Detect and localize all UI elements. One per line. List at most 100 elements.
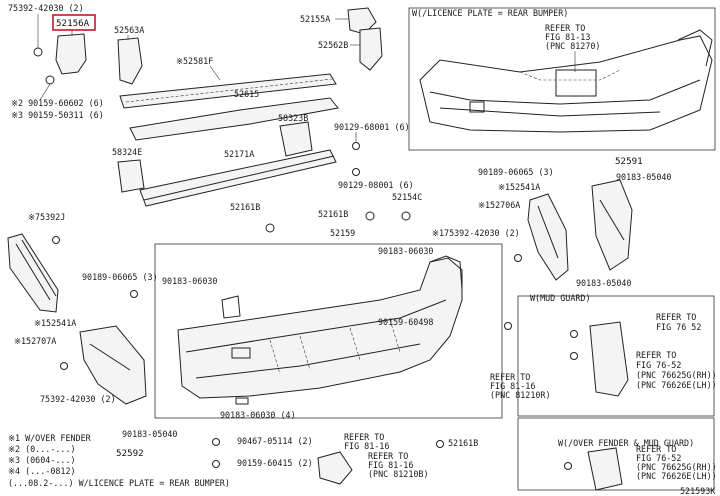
label-90183-06030-left[interactable]: 90183-06030: [162, 276, 217, 286]
upper-parts-group: 75392-42030 (2) 52156A 52563A 52155A 525…: [8, 3, 414, 207]
svg-text:FIG 81-16: FIG 81-16: [368, 460, 413, 470]
ref-7652c[interactable]: REFER TO FIG 76-52 (PNC 76625G(RH)) (PNC…: [636, 444, 717, 481]
label-90159-50311[interactable]: ※3 90159-50311 (6): [11, 110, 104, 120]
svg-text:FIG 76-52: FIG 76-52: [636, 360, 681, 370]
svg-text:※4 (...-0812): ※4 (...-0812): [8, 466, 76, 476]
right-side-group: 90189-06065 (3) 52591 90183-05040 ※15254…: [378, 156, 717, 491]
inset-mud-title: W(MUD GUARD): [530, 293, 591, 303]
pad-58323b: [279, 121, 313, 157]
label-90129-08001[interactable]: 90129-08001 (6): [338, 180, 414, 190]
label-90159-60498[interactable]: 90159-60498: [378, 317, 433, 327]
label-90183-05040-left[interactable]: 90183-05040: [122, 429, 177, 439]
label-58324e[interactable]: 58324E: [112, 147, 142, 157]
label-90183-06030-4[interactable]: 90183-06030 (4): [220, 410, 296, 420]
label-52591[interactable]: 52591: [615, 156, 643, 167]
label-75392-42030-top[interactable]: 75392-42030 (2): [8, 3, 84, 13]
label-52615[interactable]: 52615: [234, 89, 259, 99]
clip-icon: [504, 322, 512, 330]
ref-7652a[interactable]: REFER TO FIG 76 52: [656, 312, 701, 332]
label-52562b[interactable]: 52562B: [318, 40, 348, 50]
svg-text:FIG 81-13: FIG 81-13: [545, 32, 590, 42]
clip-icon: [212, 438, 220, 446]
bolt-icon: [39, 75, 55, 101]
label-52155a[interactable]: 52155A: [300, 14, 330, 24]
svg-text:REFER TO: REFER TO: [545, 23, 585, 33]
label-58323b[interactable]: 58323B: [278, 113, 308, 123]
ref-8116a[interactable]: REFER TO FIG 81-16 (PNC 81210R): [490, 372, 551, 400]
over-fender-left: [7, 233, 59, 313]
svg-text:FIG 81-16: FIG 81-16: [490, 381, 535, 391]
mud-guard-52591: [591, 179, 633, 271]
label-90183-05040-r1[interactable]: 90183-05040: [616, 172, 671, 182]
inset-licence-plate: W(/LICENCE PLATE = REAR BUMPER) REFER TO…: [408, 7, 716, 151]
footnote-legend: ※1 W/OVER FENDER ※2 (0...-...) ※3 (0604-…: [8, 433, 230, 488]
label-52592[interactable]: 52592: [116, 448, 144, 459]
svg-text:REFER TO: REFER TO: [636, 350, 676, 360]
label-90467-05114[interactable]: 90467-05114 (2): [237, 436, 313, 446]
svg-text:(PNC 76626E(LH)): (PNC 76626E(LH)): [636, 471, 717, 481]
label-52161b-c[interactable]: 52161B: [448, 438, 478, 448]
reinforcement-52615: [129, 97, 339, 141]
ref-8113[interactable]: REFER TO FIG 81-13 (PNC 81270): [545, 23, 600, 72]
clip-icon: [570, 352, 578, 360]
label-52161b-a[interactable]: 52161B: [230, 202, 260, 212]
bracket-52562b: [359, 27, 383, 71]
label-52156a[interactable]: 52156A: [56, 18, 90, 29]
inset-licence-title: W(/LICENCE PLATE = REAR BUMPER): [412, 8, 568, 18]
bracket-52156a: [55, 33, 87, 75]
main-bumper-group: 52161B 52161B 52159 52154C 90183-06030 9…: [154, 192, 551, 420]
clip-icon: [60, 362, 68, 370]
highlight-box: [52, 14, 96, 31]
clip-icon: [570, 330, 578, 338]
label-90183-05040-r2[interactable]: 90183-05040: [576, 278, 631, 288]
ref-8116c[interactable]: REFER TO FIG 81-16 (PNC 81210B): [368, 451, 429, 479]
svg-text:REFER TO: REFER TO: [656, 312, 696, 322]
svg-text:(PNC 76625G(RH)): (PNC 76625G(RH)): [636, 370, 717, 380]
label-52171a[interactable]: 52171A: [224, 149, 254, 159]
label-90189-06065-right[interactable]: 90189-06065 (3): [478, 167, 554, 177]
svg-text:FIG 81-16: FIG 81-16: [344, 441, 389, 451]
mud-guard-52592: [79, 325, 147, 405]
clip-icon: [130, 290, 138, 298]
svg-text:※3 (0604-...): ※3 (0604-...): [8, 455, 76, 465]
reflector-lamp: [317, 451, 353, 485]
label-90159-60602[interactable]: ※2 90159-60602 (6): [11, 98, 104, 108]
mud-guard-flap-2: [587, 447, 623, 491]
label-152706a[interactable]: ※152706A: [478, 200, 520, 210]
label-175392-42030[interactable]: ※175392-42030 (2): [432, 228, 520, 238]
label-152541a-right[interactable]: ※152541A: [498, 182, 540, 192]
step-pad-52581f: [119, 73, 337, 109]
label-90183-06030-right[interactable]: 90183-06030: [378, 246, 433, 256]
label-52154c[interactable]: 52154C: [392, 192, 422, 202]
svg-text:REFER TO: REFER TO: [368, 451, 408, 461]
label-90129-68001[interactable]: 90129-68001 (6): [334, 122, 410, 132]
clip-icon: [401, 211, 411, 221]
label-52563a[interactable]: 52563A: [114, 25, 144, 35]
ref-8116b[interactable]: REFER TO FIG 81-16: [344, 432, 389, 451]
clip-icon: [436, 440, 444, 448]
svg-text:(PNC 81270): (PNC 81270): [545, 41, 600, 51]
svg-text:(PNC 81210B): (PNC 81210B): [368, 469, 429, 479]
inset-fender-mud-title: W(/OVER FENDER & MUD GUARD): [558, 438, 694, 448]
svg-text:※1 W/OVER FENDER: ※1 W/OVER FENDER: [8, 433, 92, 443]
clip-icon: [52, 236, 60, 244]
svg-text:(PNC 81210R): (PNC 81210R): [490, 390, 551, 400]
label-152707a[interactable]: ※152707A: [14, 336, 56, 346]
label-52581f[interactable]: ※52581F: [176, 56, 213, 66]
label-90189-06065-left[interactable]: 90189-06065 (3): [82, 272, 158, 282]
bracket-52155a: [347, 7, 377, 35]
ref-7652b[interactable]: REFER TO FIG 76-52 (PNC 76625G(RH)) (PNC…: [636, 350, 717, 390]
label-52161b-b[interactable]: 52161B: [318, 209, 348, 219]
label-75392-42030-left[interactable]: 75392-42030 (2): [40, 394, 116, 404]
svg-text:REFER TO: REFER TO: [636, 444, 676, 454]
svg-text:REFER TO: REFER TO: [490, 372, 530, 382]
label-90159-60415[interactable]: 90159-60415 (2): [237, 458, 313, 468]
bracket-52563a: [117, 37, 143, 85]
left-side-group: ※75392J 90189-06065 (3) ※152541A ※152707…: [7, 212, 478, 485]
label-52159[interactable]: 52159: [330, 228, 355, 238]
label-152541a-left[interactable]: ※152541A: [34, 318, 76, 328]
label-75392j[interactable]: ※75392J: [28, 212, 65, 222]
clip-icon: [352, 168, 360, 176]
bolt-icon: [33, 14, 43, 57]
